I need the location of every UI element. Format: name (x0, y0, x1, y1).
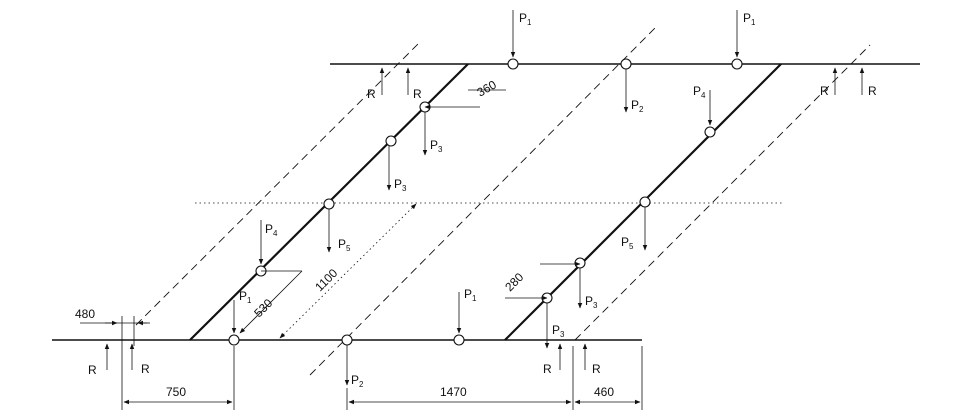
node (704, 126, 716, 138)
nodes (228, 58, 743, 346)
label-p2: P2 (351, 373, 364, 389)
load-arrows (231, 10, 740, 386)
label-p3: P3 (585, 294, 598, 310)
dimension-1470-label: 1470 (440, 385, 467, 399)
dimension-480-label: 480 (75, 307, 95, 321)
label-r: R (141, 362, 150, 376)
label-r: R (413, 87, 422, 101)
dimension-360-label: 360 (475, 77, 500, 99)
node (385, 135, 397, 147)
label-r: R (543, 362, 552, 376)
node (620, 58, 632, 70)
label-r: R (868, 84, 877, 98)
load-labels: P1 P1 P2 P4 P3 P3 P5 P4 P1 P5 P3 P3 P1 P… (239, 11, 756, 389)
label-r: R (820, 84, 829, 98)
label-r: R (88, 363, 97, 377)
label-p3: P3 (430, 138, 443, 154)
label-p3: P3 (394, 177, 407, 193)
label-p5: P5 (338, 237, 351, 253)
node (323, 198, 335, 210)
dimension-750-label: 750 (166, 385, 186, 399)
dashed-line-far-left (135, 43, 419, 326)
label-p5: P5 (621, 235, 634, 251)
node (639, 196, 651, 208)
dimension-lines (80, 89, 643, 410)
dimension-1100-label: 1100 (312, 266, 340, 294)
label-p4: P4 (265, 222, 278, 238)
dashed-line-mid (309, 27, 656, 376)
node (507, 58, 519, 70)
node (574, 257, 586, 269)
label-p2: P2 (631, 98, 644, 114)
node (228, 334, 240, 346)
label-p1: P1 (519, 11, 532, 27)
node (731, 58, 743, 70)
label-p1: P1 (239, 289, 252, 305)
reaction-labels: R R R R R R R R (88, 84, 877, 377)
node (453, 334, 465, 346)
dimension-460-label: 460 (594, 385, 614, 399)
label-r: R (592, 362, 601, 376)
dimension-530-label: 530 (251, 296, 275, 320)
label-p4: P4 (693, 84, 706, 100)
dashed-line-right (574, 44, 871, 341)
label-r: R (367, 87, 376, 101)
label-p1: P1 (743, 11, 756, 27)
dimension-280-label: 280 (502, 270, 526, 294)
dimension-530-line (239, 270, 303, 334)
reaction-arrows (104, 67, 865, 370)
dimension-1100-line (279, 203, 417, 339)
label-p1: P1 (464, 287, 477, 303)
label-p3: P3 (552, 323, 565, 339)
node (341, 334, 353, 346)
